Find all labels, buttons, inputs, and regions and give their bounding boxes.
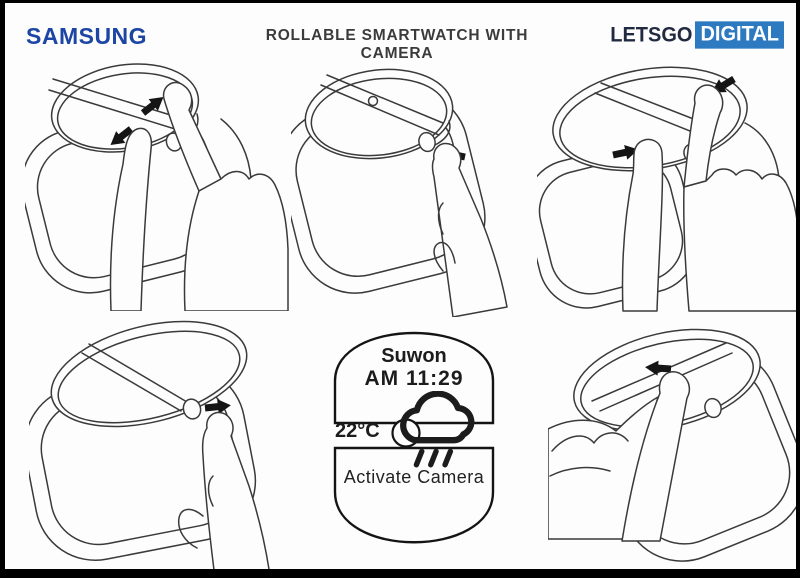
watch-face — [304, 68, 454, 160]
watch-face — [48, 63, 200, 153]
figure-top-right-pinch-collapse — [537, 59, 796, 317]
display-temperature: 22°C — [335, 419, 380, 442]
display-time: AM 11:29 — [364, 367, 464, 390]
figure-bottom-right-swipe-display — [548, 301, 796, 569]
index-finger — [431, 142, 508, 317]
display-bottom-half — [333, 446, 495, 544]
crown-button — [418, 131, 436, 153]
index-finger — [683, 84, 724, 188]
index-finger — [201, 411, 270, 569]
arrow-down-left-icon — [711, 75, 736, 93]
camera-dot — [367, 95, 379, 107]
digital-badge: DIGITAL — [695, 21, 784, 49]
arrow-down-left-icon — [110, 126, 134, 146]
letsgodigital-logo: LETSGO DIGITAL — [610, 21, 784, 49]
crown-button — [704, 397, 722, 419]
arrow-right-icon — [612, 144, 639, 160]
samsung-logo: SAMSUNG — [26, 22, 148, 50]
hand — [621, 84, 796, 312]
rain-cloud-icon — [399, 391, 475, 468]
page-title: ROLLABLE SMARTWATCH WITH CAMERA — [265, 27, 529, 62]
thumb — [621, 138, 664, 312]
index-finger — [162, 81, 222, 192]
hand — [109, 81, 289, 311]
letsgo-text: LETSGO — [610, 22, 693, 47]
display-action-label: Activate Camera — [343, 467, 485, 487]
figure-top-center-press-crown — [291, 59, 557, 317]
arrow-right-icon — [204, 399, 231, 415]
palm — [183, 170, 289, 311]
hand — [548, 371, 691, 542]
display-strip — [594, 82, 710, 138]
display-strip — [48, 78, 178, 130]
watch-face — [50, 320, 248, 428]
display-city: Suwon — [381, 345, 447, 367]
arrow-up-right-icon — [140, 96, 164, 116]
display-temperature-row: 22°C — [335, 391, 493, 471]
display-strip — [320, 74, 444, 136]
thumb — [109, 127, 153, 311]
hand — [177, 411, 270, 569]
figure-watch-display-ui: Suwon AM 11:29 22°C Activate Camera — [323, 309, 505, 567]
figure-bottom-left-pull-crown — [29, 306, 317, 569]
arrow-left-icon — [645, 360, 672, 376]
crown-button — [182, 398, 202, 420]
hand — [431, 142, 508, 317]
palm — [682, 168, 796, 312]
figure-top-left-pinch-expand — [25, 59, 290, 311]
index-finger — [621, 371, 691, 542]
display-strip — [81, 343, 188, 412]
